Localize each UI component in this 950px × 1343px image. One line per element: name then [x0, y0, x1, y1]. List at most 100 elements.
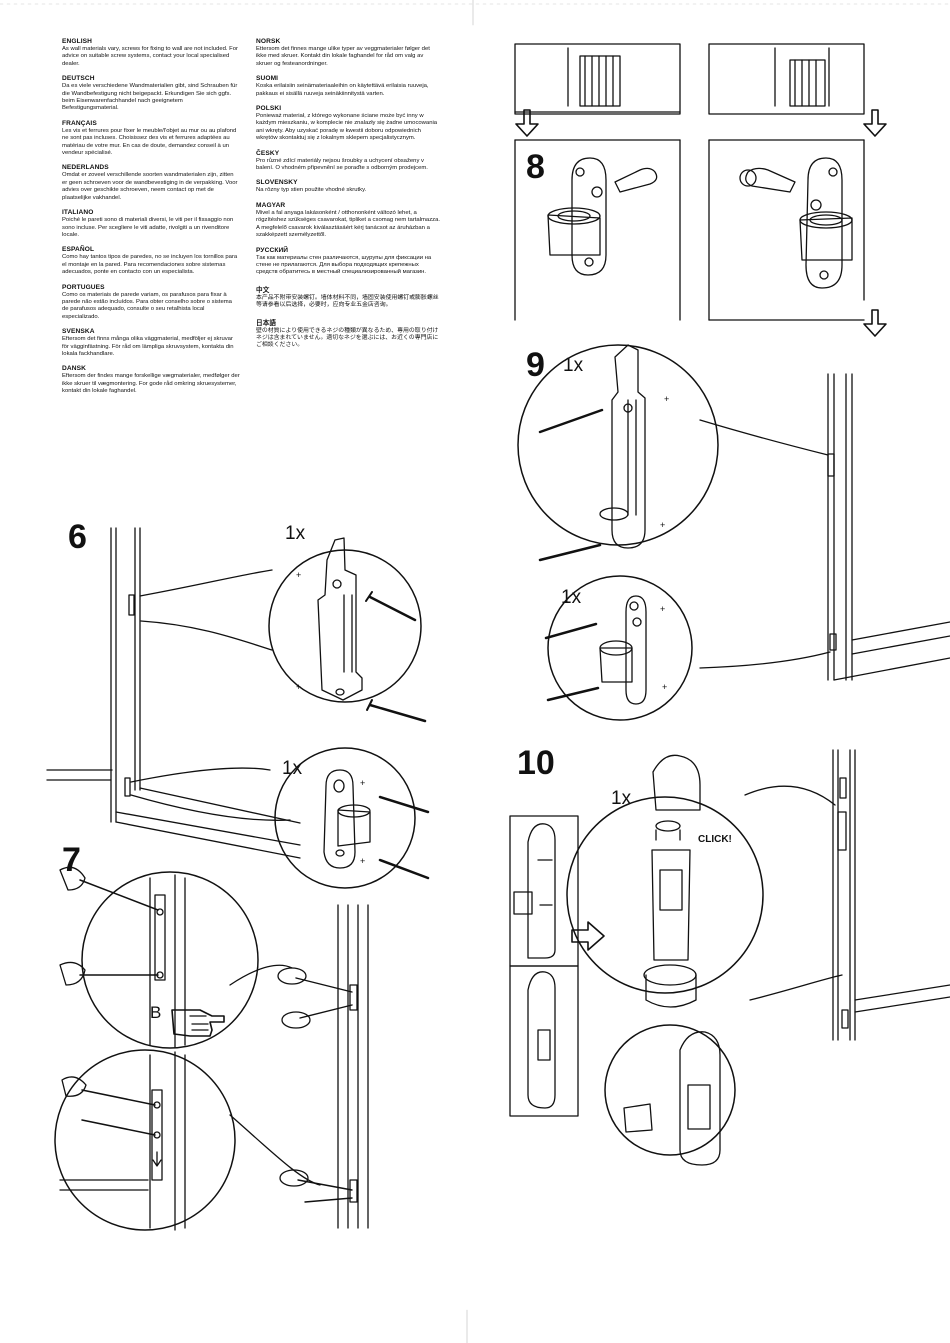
language-heading: PORTUGUES: [62, 283, 105, 291]
step-number-10: 10: [517, 744, 555, 782]
screw-icon: [380, 797, 428, 812]
language-text: Koska erilaisiin seinämateriaaleihin on …: [256, 83, 429, 97]
down-arrow-icon: [864, 310, 886, 336]
screwdriver-icon: [82, 1120, 155, 1135]
language-heading: DEUTSCH: [62, 75, 95, 83]
language-heading: SVENSKA: [62, 328, 95, 336]
language-heading: ENGLISH: [62, 38, 93, 45]
language-text: Na rôzny typ stien použite vhodné skrutk…: [256, 187, 367, 194]
language-heading: FRANÇAIS: [62, 119, 97, 127]
down-arrow-icon: [516, 110, 538, 136]
language-heading: 中文: [256, 286, 270, 294]
language-text: Pro různé zdící materiály nejsou šroubky…: [256, 157, 428, 172]
screwdriver-icon: [60, 962, 158, 985]
language-heading: NORSK: [256, 38, 281, 45]
screwdriver-icon: [280, 1170, 352, 1190]
screwdriver-icon: [60, 867, 158, 910]
language-heading: ITALIANO: [62, 209, 94, 217]
language-text: Mivel a fal anyaga lakásonként / otthono…: [256, 209, 440, 239]
svg-text:+: +: [664, 394, 669, 404]
svg-text:+: +: [360, 778, 365, 788]
language-heading: NEDERLANDS: [62, 164, 109, 172]
language-text: 壁の材質により使用できるネジの種類が異なるため、専用の取り付けネジは含まれていま…: [256, 327, 439, 349]
screw-icon: [380, 860, 428, 878]
quantity-label: 1x: [563, 355, 584, 376]
language-heading: РУССКИЙ: [256, 246, 289, 254]
language-heading: 日本語: [256, 319, 277, 327]
language-text: Da es viele verschiedene Wandmaterialien…: [62, 83, 238, 112]
language-heading: MAGYAR: [256, 201, 286, 209]
marker-letter-b: B: [150, 1003, 162, 1022]
screwdriver-icon: [282, 1005, 352, 1028]
language-text: Ponieważ materiał, z którego wykonane śc…: [256, 113, 438, 142]
step-number-9: 9: [526, 346, 545, 384]
click-label: CLICK!: [698, 834, 732, 845]
svg-text:+: +: [662, 682, 667, 692]
language-heading: SUOMI: [256, 75, 279, 83]
language-text: 本产品不附带安装螺钉。墙体材料不同，墙固安装使用螺钉或膨胀螺丝等请参看以后选择，…: [256, 294, 439, 309]
quantity-label: 1x: [285, 523, 306, 544]
language-text: Les vis et ferrures pour fixer le meuble…: [62, 127, 237, 157]
svg-text:+: +: [360, 856, 365, 866]
step-8-illustration: [515, 44, 886, 336]
screw-icon: [540, 545, 600, 560]
step-number-6: 6: [68, 518, 87, 556]
language-block: 日本語壁の材質により使用できるネジの種類が異なるため、専用の取り付けネジは含まれ…: [256, 317, 440, 350]
step-10-illustration: [510, 750, 950, 1165]
screwdriver-icon: [278, 968, 352, 992]
screw-icon: [367, 700, 425, 721]
language-text: Eftersom der findes mange forskellige væ…: [62, 373, 240, 395]
svg-text:+: +: [660, 520, 665, 530]
step-7-illustration: [55, 867, 368, 1230]
screwdriver-icon: [62, 1077, 155, 1105]
screw-icon: [540, 410, 602, 432]
language-text: Omdat er zoveel verschillende soorten wa…: [62, 172, 238, 201]
step-9-illustration: + + + +: [518, 345, 950, 720]
language-heading: ESPAÑOL: [62, 246, 95, 254]
svg-text:+: +: [296, 682, 301, 692]
svg-text:+: +: [296, 570, 301, 580]
down-arrow-icon: [864, 110, 886, 136]
step-number-8: 8: [526, 148, 545, 186]
quantity-label: 1x: [282, 758, 303, 779]
language-block: 中文本产品不附带安装螺钉。墙体材料不同，墙固安装使用螺钉或膨胀螺丝等请参看以后选…: [256, 284, 440, 310]
quantity-label: 1x: [561, 587, 582, 608]
language-heading: ČESKY: [256, 149, 280, 157]
language-heading: SLOVENSKY: [256, 179, 298, 187]
screwdriver-icon: [305, 1198, 352, 1202]
right-arrow-icon: [572, 922, 604, 950]
step-6-illustration: + + + +: [47, 528, 428, 888]
screw-icon: [366, 592, 415, 620]
screw-icon: [548, 688, 598, 700]
hand-pointing-icon: [172, 1010, 224, 1036]
language-heading: DANSK: [62, 365, 86, 373]
language-text: Como hay tantos tipos de paredes, no se …: [62, 254, 238, 276]
language-text: Ettersom det finnes mange ulike typer av…: [256, 46, 430, 67]
language-text: Eftersom det finns många olika väggmater…: [62, 336, 234, 357]
language-text: Como os materiais de parede variam, os p…: [62, 291, 232, 320]
svg-text:+: +: [660, 604, 665, 614]
language-text: As wall materials vary, screws for fixin…: [62, 46, 239, 67]
screw-icon: [546, 624, 596, 638]
language-text: Так как материалы стен различаются, шуру…: [256, 254, 432, 276]
